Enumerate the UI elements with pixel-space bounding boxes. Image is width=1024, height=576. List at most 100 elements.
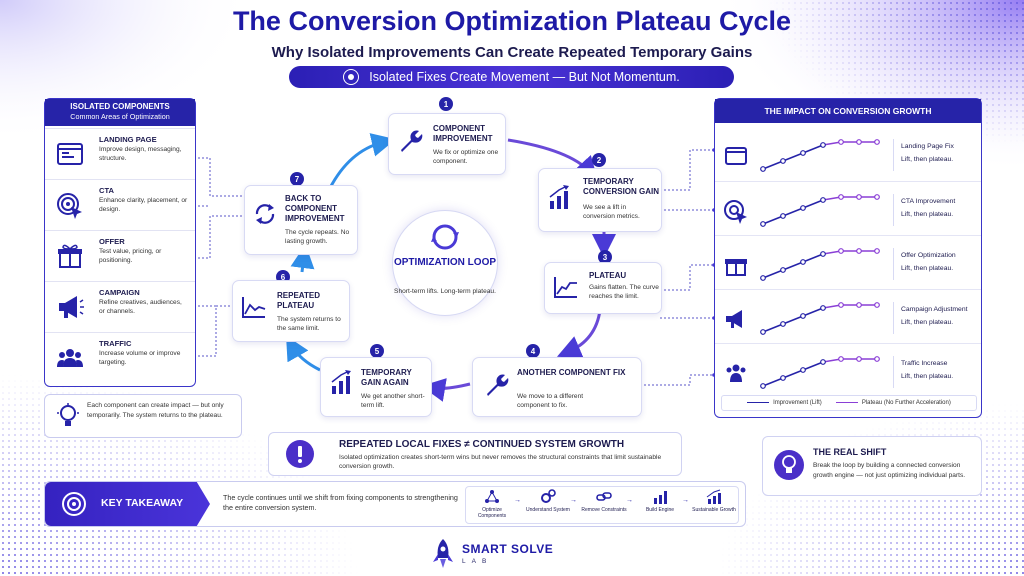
step-title: ANOTHER COMPONENT FIX <box>517 368 626 377</box>
step-title: REPEATED PLATEAU <box>277 291 320 310</box>
isolated-components-panel: ISOLATED COMPONENTS Common Areas of Opti… <box>44 98 196 387</box>
step-title: TEMPORARY GAIN AGAIN <box>361 368 412 387</box>
row-divider <box>893 248 894 280</box>
flow-step-label: Understand System <box>526 507 570 513</box>
impact-title: Landing Page Fix <box>901 143 954 150</box>
note-text: Each component can create impact — but o… <box>87 402 224 419</box>
impact-title: Offer Optimization <box>901 252 956 259</box>
legend-swatch <box>747 401 770 404</box>
impact-title: CTA Improvement <box>901 198 956 205</box>
flow-step: Sustainable Growth <box>690 489 738 513</box>
flow-step-label: Optimize Components <box>477 507 507 519</box>
lift-plateau-curve <box>760 356 880 389</box>
headline-banner: Isolated Fixes Create Movement — But Not… <box>289 66 734 88</box>
arrow-right-icon: → <box>514 497 521 504</box>
step-desc: We fix or optimize one component. <box>433 149 499 165</box>
legend-item-lift: Improvement (Lift) <box>747 400 822 406</box>
flow-step: Optimize Components <box>468 489 516 519</box>
flow-step: Build Engine <box>636 489 684 513</box>
component-title: OFFER <box>99 237 125 246</box>
component-title: LANDING PAGE <box>99 135 157 144</box>
legend-swatch <box>835 401 858 404</box>
target-icon <box>343 69 360 85</box>
component-desc: Refine creatives, audiences, or channels… <box>99 299 182 315</box>
impact-title: Traffic Increase <box>901 360 948 367</box>
arrow-right-icon: → <box>682 497 689 504</box>
step-7-card: BACK TO COMPONENT IMPROVEMENT The cycle … <box>244 185 358 255</box>
people-icon <box>57 349 83 367</box>
plateau-chart-icon <box>554 277 577 298</box>
row-divider <box>893 302 894 334</box>
component-traffic: TRAFFIC Increase volume or improve targe… <box>45 332 195 383</box>
brand-sub: LAB <box>462 558 493 565</box>
component-desc: Increase volume or improve targeting. <box>99 350 181 366</box>
flow-step-label: Sustainable Growth <box>692 507 736 513</box>
impact-note: Each component can create impact — but o… <box>44 394 242 438</box>
wrench-icon <box>401 130 423 152</box>
growth-flow: Optimize Components → Understand System … <box>465 486 739 524</box>
step-number: 3 <box>598 250 612 264</box>
step-3-card: PLATEAU Gains flatten. The curve reaches… <box>544 262 662 314</box>
plateau-chart-icon <box>242 297 266 318</box>
component-desc: Improve design, messaging, structure. <box>99 146 182 162</box>
loop-desc: Short-term lifts. Long-term plateau. <box>394 288 496 295</box>
impact-desc: Lift, then plateau. <box>901 319 954 326</box>
brand-name: SMART SOLVE <box>462 542 554 556</box>
step-desc: The system returns to the same limit. <box>277 316 341 332</box>
component-landing-page: LANDING PAGE Improve design, messaging, … <box>45 128 195 179</box>
megaphone-icon <box>59 296 84 318</box>
loop-title: OPTIMIZATION LOOP <box>393 257 497 268</box>
step-title: BACK TO COMPONENT IMPROVEMENT <box>285 194 345 223</box>
component-desc: Enhance clarity, placement, or design. <box>99 197 188 213</box>
step-number: 7 <box>290 172 304 186</box>
banner-text: Isolated Fixes Create Movement — But Not… <box>369 70 680 84</box>
cycle-icon <box>255 204 275 224</box>
row-divider <box>893 356 894 388</box>
target-icon <box>62 492 86 516</box>
optimization-loop-hub: OPTIMIZATION LOOP Short-term lifts. Long… <box>392 210 498 316</box>
step-title: TEMPORARY CONVERSION GAIN <box>583 177 660 196</box>
step-1-card: COMPONENT IMPROVEMENT We fix or optimize… <box>388 113 506 175</box>
bar-chart-icon <box>654 491 667 504</box>
step-desc: Gains flatten. The curve reaches the lim… <box>589 284 659 300</box>
step-desc: The cycle repeats. No lasting growth. <box>285 229 350 245</box>
step-desc: We see a lift in conversion metrics. <box>583 204 640 220</box>
browser-window-icon <box>57 143 83 165</box>
step-number: 4 <box>526 344 540 358</box>
lift-plateau-curve <box>760 194 880 227</box>
flow-step-label: Build Engine <box>645 507 675 513</box>
gears-icon <box>541 489 556 503</box>
step-number: 1 <box>439 97 453 111</box>
step-4-card: ANOTHER COMPONENT FIX We move to a diffe… <box>472 357 642 417</box>
impact-title: Campaign Adjustment <box>901 306 968 313</box>
repeated-desc: Isolated optimization creates short-term… <box>339 454 662 470</box>
arrow-right-icon: → <box>570 497 577 504</box>
panel-header: ISOLATED COMPONENTS Common Areas of Opti… <box>45 99 195 126</box>
lift-plateau-curve <box>760 302 880 335</box>
component-title: CTA <box>99 186 115 195</box>
panel-title: THE IMPACT ON CONVERSION GROWTH <box>715 99 981 123</box>
component-title: TRAFFIC <box>99 339 132 348</box>
real-shift-desc: Break the loop by building a connected c… <box>813 462 966 479</box>
chart-legend: Improvement (Lift) Plateau (No Further A… <box>721 395 977 411</box>
legend-label: Plateau (No Further Acceleration) <box>861 400 951 406</box>
component-desc: Test value, pricing, or positioning. <box>99 248 162 264</box>
repeated-title: REPEATED LOCAL FIXES ≠ CONTINUED SYSTEM … <box>339 439 625 450</box>
link-icon <box>596 492 612 501</box>
panel-subtitle: Common Areas of Optimization <box>70 112 170 121</box>
component-title: CAMPAIGN <box>99 288 140 297</box>
gift-icon <box>725 259 747 276</box>
real-shift-title: THE REAL SHIFT <box>813 447 887 457</box>
lightbulb-icon <box>774 450 804 480</box>
step-desc: We get another short-term lift. <box>361 393 425 409</box>
wrench-icon <box>487 374 509 396</box>
step-number: 2 <box>592 153 606 167</box>
row-divider <box>893 139 894 171</box>
